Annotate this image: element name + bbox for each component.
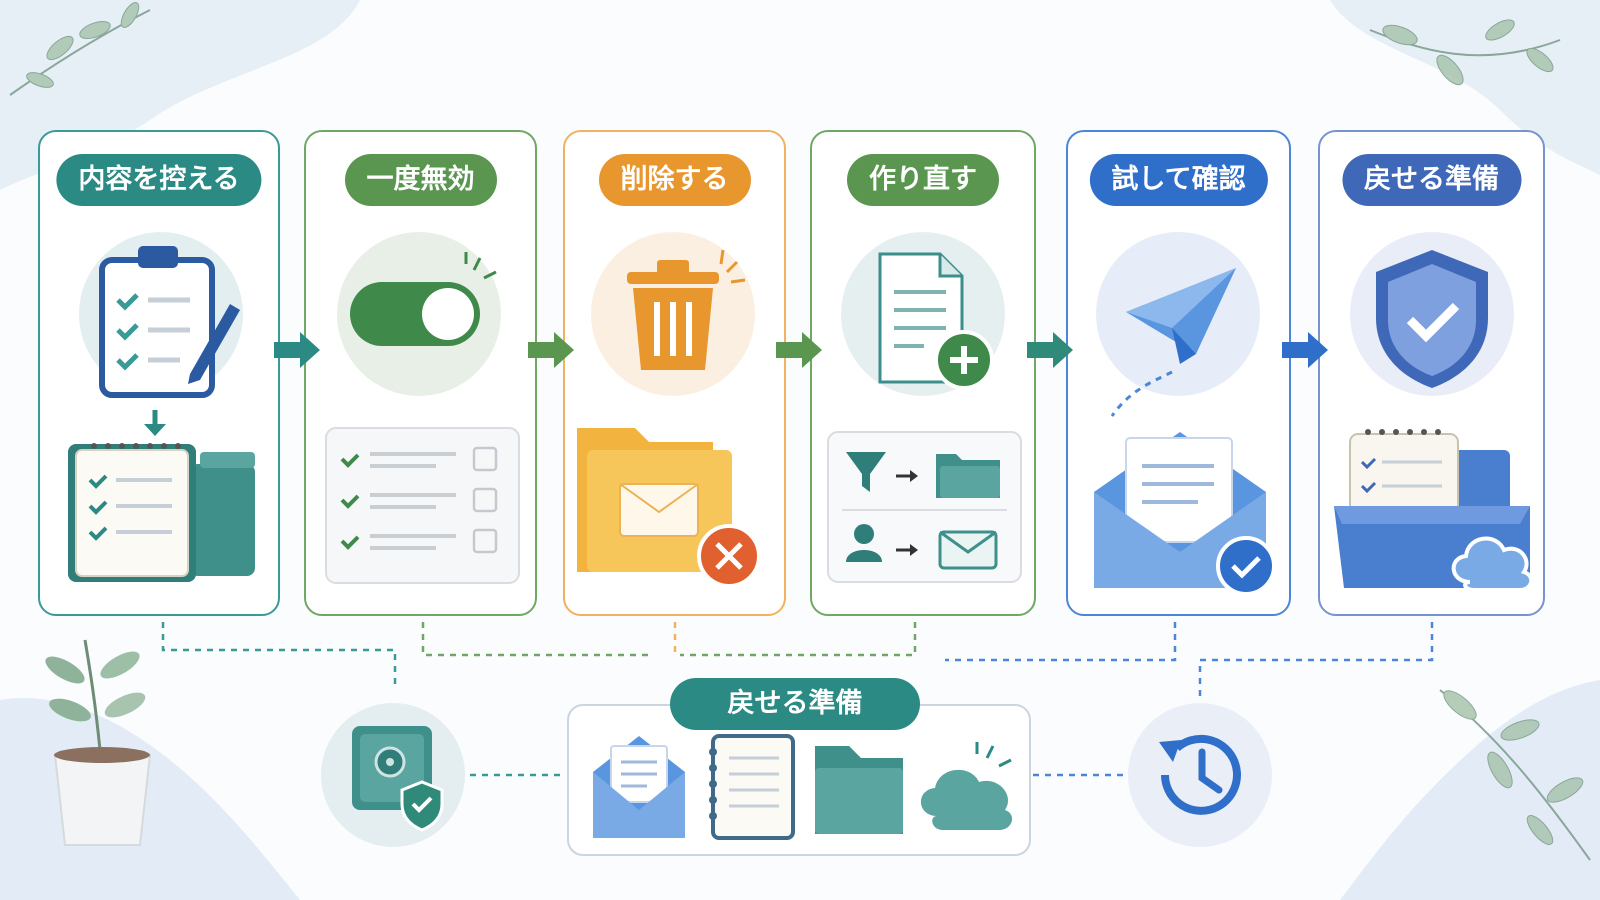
backup-items-row xyxy=(593,734,1013,840)
step-label: 一度無効 xyxy=(344,154,497,206)
folder-icon xyxy=(815,746,903,834)
filter-rule-panel-icon xyxy=(827,431,1022,583)
arrow-right-icon xyxy=(776,332,822,368)
arrow-right-icon xyxy=(1282,332,1328,368)
step-label: 戻せる準備 xyxy=(1342,154,1521,206)
step-card-2: 一度無効 xyxy=(304,130,537,616)
step-label: 削除する xyxy=(598,154,751,206)
paper-plane-icon xyxy=(1096,232,1260,417)
envelope-icon xyxy=(593,736,685,838)
backup-box-cloud-icon xyxy=(1334,429,1534,592)
step-card-3: 削除する xyxy=(563,130,786,616)
bottom-label: 戻せる準備 xyxy=(670,678,920,730)
arrow-right-icon xyxy=(274,332,320,368)
checklist-panel-icon xyxy=(325,427,520,584)
toggle-switch-icon xyxy=(337,232,501,396)
step-label: 作り直す xyxy=(847,154,999,206)
mail-folder-delete-icon xyxy=(577,428,761,588)
mail-check-icon xyxy=(1094,432,1276,596)
notebook-icon xyxy=(709,734,795,840)
shield-check-icon xyxy=(1350,232,1514,396)
cloud-icon xyxy=(920,742,1013,830)
step-card-6: 戻せる準備 xyxy=(1318,130,1545,616)
arrow-right-icon xyxy=(528,332,574,368)
safe-shield-icon xyxy=(321,703,465,847)
step-label: 内容を控える xyxy=(56,154,262,206)
step-label: 試して確認 xyxy=(1089,154,1268,206)
trash-can-icon xyxy=(591,232,755,396)
step-card-1: 内容を控える xyxy=(38,130,280,616)
notebook-folder-icon xyxy=(68,410,255,582)
step-card-5: 試して確認 xyxy=(1066,130,1291,616)
step-card-4: 作り直す xyxy=(810,130,1036,616)
history-clock-icon xyxy=(1128,703,1272,847)
arrow-right-icon xyxy=(1027,332,1073,368)
new-document-icon xyxy=(841,232,1005,396)
clipboard-checklist-icon xyxy=(79,232,243,398)
